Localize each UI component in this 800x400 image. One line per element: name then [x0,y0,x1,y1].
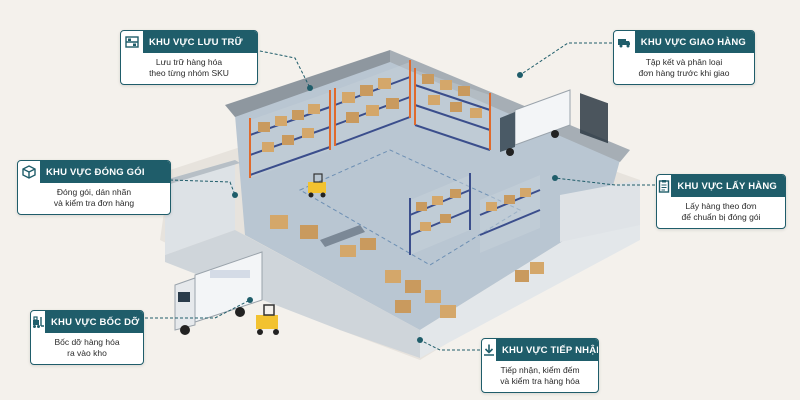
callout-picking: KHU VỰC LẤY HÀNG Lấy hàng theo đơn để ch… [656,174,786,229]
callout-shipping: KHU VỰC GIAO HÀNG Tập kết và phân loại đ… [613,30,755,85]
callout-line: đơn hàng trước khi giao [638,68,730,78]
package-icon [18,161,40,183]
callout-title: KHU VỰC GIAO HÀNG [640,36,746,48]
shipping-truck [500,89,571,156]
callout-line: Bốc dỡ hàng hóa [54,337,120,347]
callout-line: Tiếp nhận, kiểm đếm [500,365,580,375]
callout-line: Lưu trữ hàng hóa [155,57,223,67]
callout-packing: KHU VỰC ĐÓNG GÓI Đóng gói, dán nhãn và k… [17,160,171,215]
callout-title: KHU VỰC BỐC DỠ [51,316,140,328]
callout-line: Tập kết và phân loại [645,57,723,67]
callout-storage: KHU VỰC LƯU TRỮ Lưu trữ hàng hóa theo từ… [120,30,258,85]
forklift-storage [308,173,326,198]
callout-title: KHU VỰC ĐÓNG GÓI [46,166,145,178]
truck-icon [614,31,635,53]
forklift-icon [31,311,45,333]
storage-racks [249,60,491,178]
callout-title: KHU VỰC TIẾP NHẬN [502,344,599,356]
callout-line: ra vào kho [67,348,107,358]
front-wall-left [165,230,420,358]
packing-station [270,215,376,257]
callout-line: Đóng gói, dán nhãn [56,187,132,197]
clipboard-icon [657,175,672,197]
loading-truck [174,251,263,335]
receiving-boxes [385,262,544,318]
front-wall-right [420,215,640,358]
callout-loading: KHU VỰC BỐC DỠ Bốc dỡ hàng hóa ra vào kh… [30,310,144,365]
callout-line: để chuẩn bị đóng gói [681,212,761,222]
callout-line: Lấy hàng theo đơn [685,201,757,211]
callout-line: và kiểm tra đơn hàng [53,198,135,208]
leader-lines [140,42,655,351]
download-icon [482,339,496,361]
picking-racks [409,173,541,255]
callout-line: theo từng nhóm SKU [149,68,229,78]
callout-receiving: KHU VỰC TIẾP NHẬN Tiếp nhận, kiểm đếm và… [481,338,599,393]
callout-title: KHU VỰC LẤY HÀNG [677,180,777,192]
shelving-icon [121,31,143,53]
callout-line: và kiểm tra hàng hóa [500,376,580,386]
callout-title: KHU VỰC LƯU TRỮ [149,36,243,48]
leader-dots [232,72,558,343]
back-wall-left [225,50,390,117]
left-wall [165,160,235,255]
forklift-loading [256,304,279,335]
back-wall-right [390,50,630,162]
